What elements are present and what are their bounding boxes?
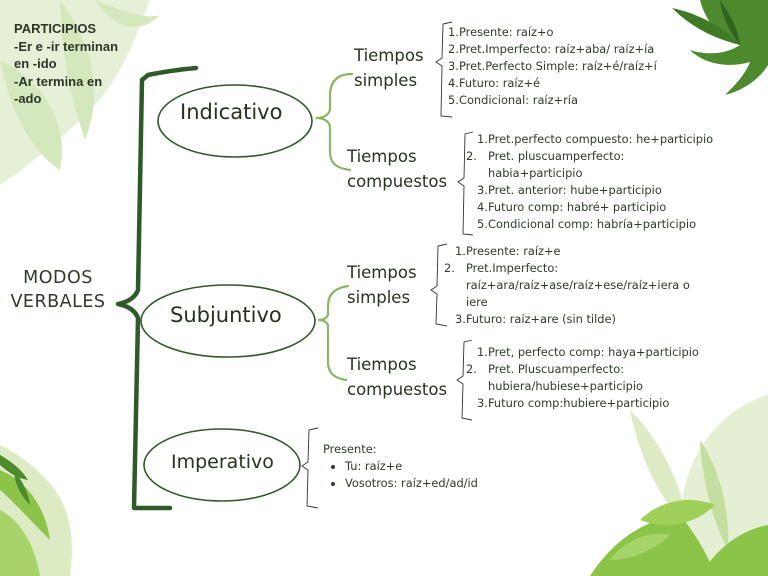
list-item: 1.Pret, perfecto comp: haya+participio — [477, 345, 699, 359]
list-item: 3.Futuro: raíz+are (sin tilde) — [455, 312, 616, 326]
list-item: 5.Condicional: raíz+ría — [448, 93, 578, 107]
note-line: en -ido — [14, 56, 57, 71]
participios-note: PARTICIPIOS -Er e -ir terminan en -ido -… — [14, 20, 118, 108]
leaf-top-right — [672, 0, 768, 95]
main-title: MODOS VERBALES — [0, 266, 116, 314]
note-line: PARTICIPIOS — [14, 21, 97, 36]
list-item: 3.Futuro comp:hubiere+participio — [477, 396, 670, 410]
imperativo-details: Presente: Tu: raíz+e Vosotros: raíz+ed/a… — [323, 441, 478, 492]
list-item: 2.Pret. pluscuamperfecto: habia+particip… — [466, 149, 625, 180]
list-sub-simples: 1.Presente: raíz+e 2.Pret.Imperfecto: ra… — [444, 243, 708, 328]
tense-ind-compuestos: Tiempos compuestos — [347, 147, 448, 191]
oval-imperativo — [143, 428, 301, 502]
list-item: 2.Pret.Imperfecto: raíz+aba/ raíz+ía — [448, 42, 655, 56]
list-item: 1.Presente: raíz+e — [455, 244, 561, 258]
list-item: Tu: raíz+e — [345, 458, 478, 475]
main-title-line1: MODOS — [23, 268, 93, 288]
list-sub-compuestos: 1.Pret, perfecto comp: haya+participio 2… — [466, 344, 699, 412]
tense-sub-compuestos: Tiempos compuestos — [347, 355, 448, 399]
main-title-line2: VERBALES — [10, 292, 106, 312]
list-ind-simples: 1.Presente: raíz+o 2.Pret.Imperfecto: ra… — [448, 24, 657, 109]
list-item: 3.Pret. anterior: hube+participio — [477, 183, 662, 197]
list-ind-compuestos: 1.Pret.perfecto compuesto: he+participio… — [466, 131, 727, 233]
brace-subjuntivo — [317, 284, 350, 382]
list-item: 4.Futuro: raíz+é — [448, 76, 541, 90]
imperativo-heading: Presente: — [323, 442, 377, 456]
note-line: -Ar termina en — [14, 73, 103, 89]
bracket-imperativo — [301, 427, 319, 509]
leaf-bottom-left — [0, 445, 72, 576]
list-item: 1.Presente: raíz+o — [448, 25, 554, 39]
bracket-sub-compuestos — [456, 339, 473, 421]
list-item: 2.Pret. Pluscuamperfecto: hubiera/hubies… — [466, 362, 643, 393]
bracket-sub-simples — [430, 243, 448, 327]
note-line: -ado — [14, 91, 42, 106]
bracket-ind-compuestos — [457, 131, 474, 236]
list-item: 3.Pret.Perfecto Simple: raíz+é/raíz+í — [448, 59, 657, 73]
leaf-top-left — [0, 0, 160, 185]
mode-indicativo: Indicativo — [180, 100, 283, 124]
oval-subjuntivo — [140, 284, 316, 358]
list-item: Vosotros: raíz+ed/ad/id — [345, 475, 478, 492]
list-item: 1.Pret.perfecto compuesto: he+participio — [477, 132, 714, 146]
leaf-bottom-right — [590, 395, 768, 576]
list-item: 2.Pret.Imperfecto: raíz+ara/raíz+ase/raí… — [444, 261, 690, 309]
list-item: 4.Futuro comp: habré+ participio — [477, 200, 667, 214]
tense-sub-simples: Tiempos simples — [347, 263, 417, 307]
note-line: -Er e -ir terminan — [14, 38, 119, 54]
oval-indicativo — [157, 84, 313, 158]
mode-imperativo: Imperativo — [171, 451, 274, 473]
brace-indicativo — [315, 72, 354, 172]
list-item: 5.Condicional comp: habría+participio — [477, 217, 697, 231]
main-bracket — [115, 65, 199, 511]
mode-subjuntivo: Subjuntivo — [170, 303, 282, 327]
imperativo-list: Tu: raíz+e Vosotros: raíz+ed/ad/id — [323, 458, 478, 492]
tense-ind-simples: Tiempos simples — [354, 46, 424, 90]
bracket-ind-simples — [435, 21, 453, 118]
